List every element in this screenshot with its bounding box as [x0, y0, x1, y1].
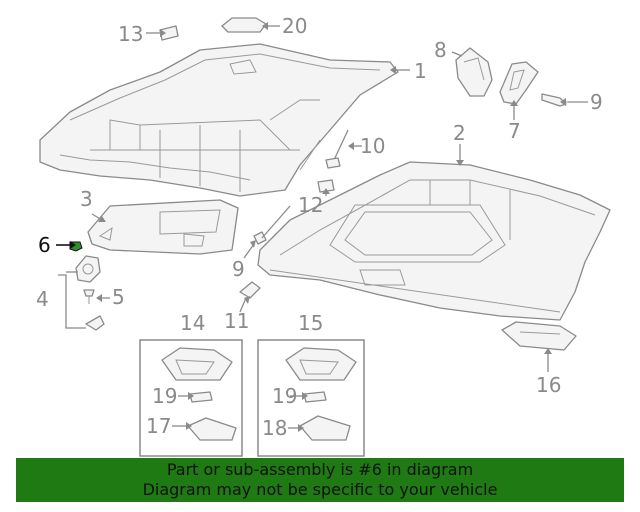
part-14-dome-lamp [161, 347, 233, 381]
callout-16: 16 [536, 373, 561, 397]
part-4-visor-bracket [58, 255, 105, 331]
callout-19-b: 19 [272, 384, 297, 408]
leader-lines [56, 25, 588, 429]
part-17-lens [187, 417, 237, 441]
callout-10: 10 [360, 134, 385, 158]
callout-12: 12 [298, 193, 323, 217]
part-9-fastener-lower [253, 231, 267, 245]
callout-7: 7 [508, 119, 521, 143]
part-15-dome-lamp [285, 347, 357, 381]
box-14 [139, 339, 243, 457]
callout-3: 3 [80, 187, 93, 211]
info-banner: Part or sub-assembly is #6 in diagram Di… [16, 458, 624, 502]
part-18-lens [299, 415, 351, 441]
arrow-heads [70, 22, 566, 432]
part-10-rod [325, 129, 349, 169]
part-19-bulb-a [189, 391, 213, 403]
part-9-fastener-upper [541, 93, 574, 107]
part-13-clip [159, 25, 179, 41]
parts-diagram: 13 20 1 8 9 7 2 10 12 3 6 4 5 9 11 14 15… [36, 14, 611, 457]
callout-8: 8 [434, 38, 447, 62]
callout-5: 5 [112, 285, 125, 309]
callout-13: 13 [118, 22, 143, 46]
part-5-screw [83, 289, 95, 304]
part-7-bracket [499, 61, 539, 105]
callout-20: 20 [282, 14, 307, 38]
part-11-pad [239, 281, 261, 299]
banner-line-1: Part or sub-assembly is #6 in diagram [166, 460, 474, 479]
callout-18: 18 [262, 416, 287, 440]
callout-15: 15 [298, 311, 323, 335]
callout-1: 1 [414, 59, 427, 83]
part-19-bulb-b [303, 391, 327, 403]
part-20-bracket [221, 17, 267, 33]
part-9-rod [261, 205, 291, 239]
part-1-headliner-frame [39, 43, 399, 197]
box-15 [257, 339, 365, 457]
callout-19-a: 19 [152, 384, 177, 408]
part-12-nut [317, 179, 335, 193]
callout-17: 17 [146, 414, 171, 438]
callout-9-upper: 9 [590, 90, 603, 114]
part-2-headliner-panel [257, 161, 611, 321]
callout-2: 2 [453, 121, 466, 145]
callout-4: 4 [36, 287, 49, 311]
callout-14: 14 [180, 311, 205, 335]
part-16-lamp [501, 321, 577, 351]
part-3-sun-visor [87, 199, 239, 255]
part-8-cover [455, 47, 493, 97]
callout-6: 6 [38, 233, 51, 257]
callout-11: 11 [224, 309, 249, 333]
banner-line-2: Diagram may not be specific to your vehi… [142, 480, 498, 499]
callout-9-lower: 9 [232, 257, 245, 281]
